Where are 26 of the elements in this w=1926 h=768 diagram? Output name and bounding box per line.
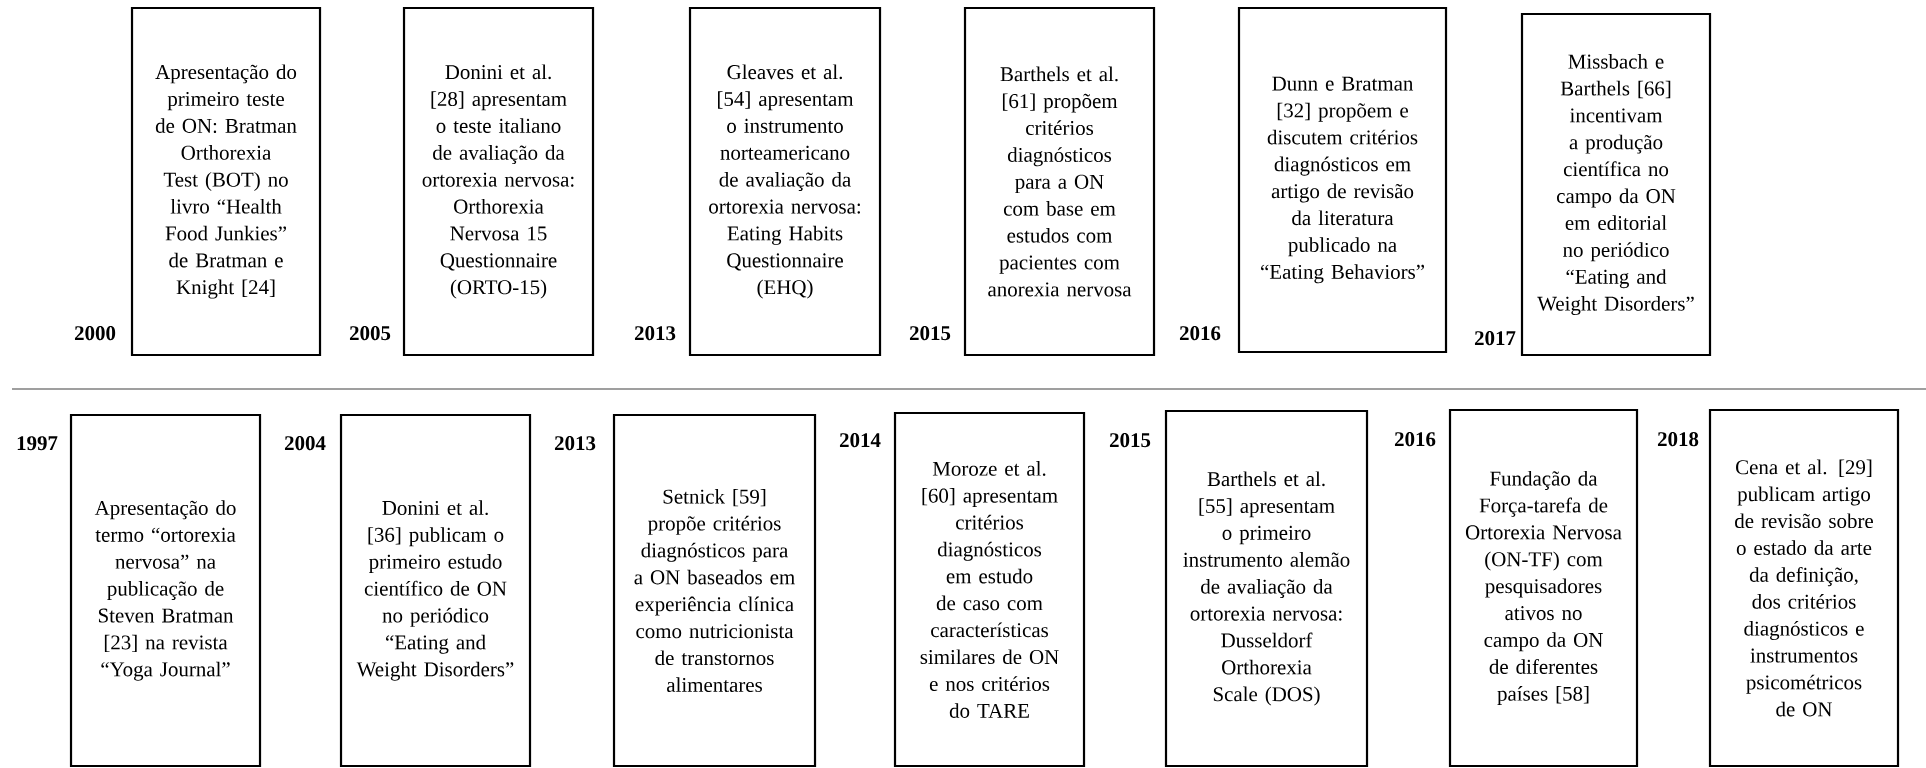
year-label: 2015	[1109, 433, 1151, 448]
year-label: 2018	[1657, 432, 1699, 447]
event-box: Barthels et al. [55] apresentam o primeiro instrumento alemão de avaliação da ortorexia nervosa: Dusseldorf Orthorexia Scale (DOS)	[1164, 409, 1369, 768]
year-label: 2016	[1179, 326, 1221, 341]
event-box: Missbach e Barthels [66] incentivam a produção científica no campo da ON em editorial no periódico “Eating and Weight Disorders”	[1520, 12, 1712, 357]
year-label: 2016	[1394, 432, 1436, 447]
event-box: Apresentação do termo “ortorexia nervosa” na publicação de Steven Bratman [23] na revista “Yoga Journal”	[69, 413, 262, 768]
year-label: 2013	[554, 436, 596, 451]
year-label: 2000	[74, 326, 116, 341]
year-label: 2013	[634, 326, 676, 341]
event-box: Donini et al. [28] apresentam o teste italiano de avaliação da ortorexia nervosa: Orthorexia Nervosa 15 Questionnaire (ORTO-15)	[402, 6, 595, 357]
event-box: Setnick [59] propõe critérios diagnósticos para a ON baseados em experiência clínica como nutricionista de transtornos alimentares	[612, 413, 817, 768]
year-label: 2014	[839, 433, 881, 448]
event-box: Apresentação do primeiro teste de ON: Bratman Orthorexia Test (BOT) no livro “Health Food Junkies” de Bratman e Knight [24]	[130, 6, 322, 357]
event-box: Fundação da Força-tarefa de Ortorexia Nervosa (ON-TF) com pesquisadores ativos no campo da ON de diferentes países [58]	[1448, 408, 1639, 768]
event-box: Donini et al. [36] publicam o primeiro estudo científico de ON no periódico “Eating and Weight Disorders”	[339, 413, 532, 768]
event-box: Gleaves et al. [54] apresentam o instrumento norteamericano de avaliação da ortorexia nervosa: Eating Habits Questionnaire (EHQ)	[688, 6, 882, 357]
year-label: 1997	[17, 436, 58, 451]
event-box: Barthels et al. [61] propõem critérios diagnósticos para a ON com base em estudos com pacientes com anorexia nervosa	[963, 6, 1156, 357]
event-box: Cena et al. [29] publicam artigo de revisão sobre o estado da arte da definição, dos critérios diagnósticos e instrumentos psicométricos de ON	[1708, 408, 1900, 768]
event-box: Moroze et al. [60] apresentam critérios diagnósticos em estudo de caso com características similares de ON e nos critérios do TARE	[893, 411, 1086, 768]
year-label: 2004	[284, 436, 326, 451]
year-label: 2015	[909, 326, 951, 341]
event-box: Dunn e Bratman [32] propõem e discutem critérios diagnósticos em artigo de revisão da literatura publicado na “Eating Behaviors”	[1237, 6, 1448, 354]
year-label: 2005	[349, 326, 391, 341]
year-label: 2017	[1474, 331, 1516, 346]
